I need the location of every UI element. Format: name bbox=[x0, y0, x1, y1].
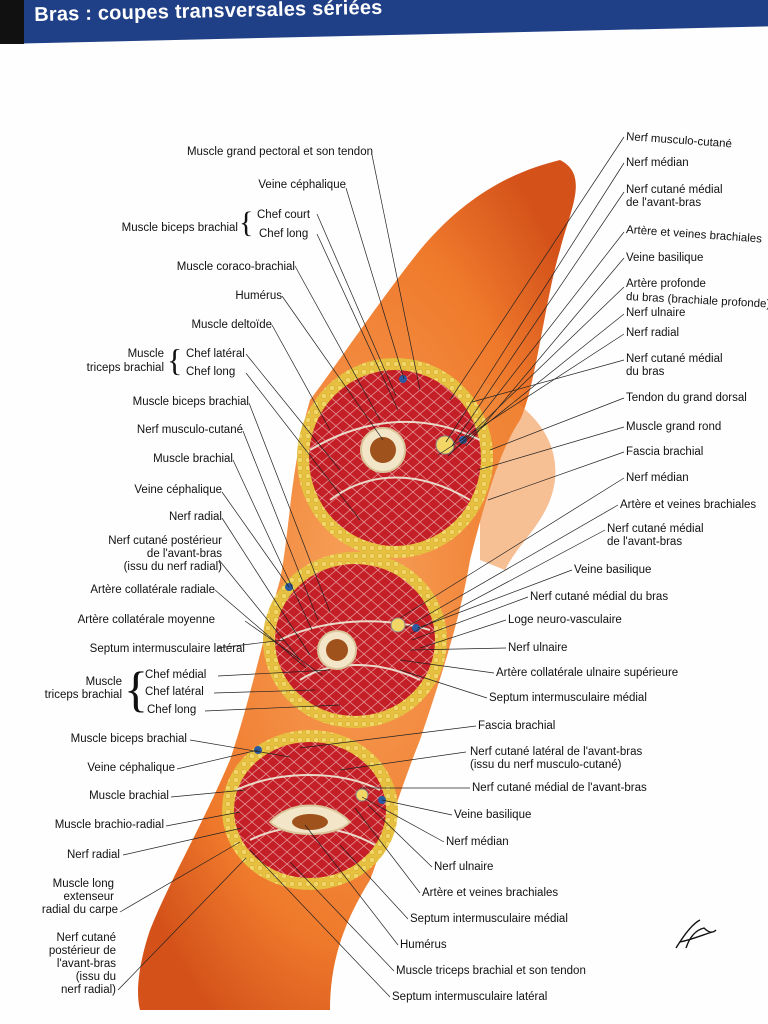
label-cutane-post-2a: Nerf cutané postérieur bbox=[108, 535, 222, 547]
label-cut-post-3b: postérieur de bbox=[48, 945, 116, 957]
label-radial-2: Nerf radial bbox=[168, 511, 222, 523]
label-chef-long-1: Chef long bbox=[186, 366, 236, 378]
label-r-cut-med-3: Nerf cutané médial de l'avant-bras bbox=[472, 782, 647, 794]
label-r-median-1: Nerf médian bbox=[626, 157, 689, 169]
label-r-septum-med-2: Septum intermusculaire médial bbox=[489, 692, 647, 704]
brace-triceps-2: { bbox=[124, 661, 148, 717]
label-chef-medial: Chef médial bbox=[145, 669, 207, 681]
label-cutane-post-2b: de l'avant-bras bbox=[146, 548, 222, 560]
label-r-cut-lat-b: (issu du nerf musculo-cutané) bbox=[470, 759, 622, 771]
label-r-median-3: Nerf médian bbox=[446, 836, 509, 848]
label-coll-radiale: Artère collatérale radiale bbox=[90, 584, 215, 596]
label-r-ulnaire-2: Nerf ulnaire bbox=[508, 642, 568, 654]
label-long-ext-a: Muscle long bbox=[52, 878, 114, 890]
label-biceps-2: Muscle biceps brachial bbox=[132, 396, 249, 408]
label-r-artere-veines-2: Artère et veines brachiales bbox=[620, 499, 757, 511]
label-septum-lat-2: Septum intermusculaire latéral bbox=[89, 643, 245, 655]
label-r-profonde-a: Artère profonde bbox=[626, 278, 706, 290]
label-chef-long-biceps: Chef long bbox=[259, 228, 309, 240]
middle-section bbox=[263, 552, 447, 728]
label-brachial-2: Muscle brachial bbox=[153, 453, 233, 465]
label-cephalique-3: Veine céphalique bbox=[87, 762, 175, 774]
label-r-coll-ulnaire: Artère collatérale ulnaire supérieure bbox=[496, 667, 679, 679]
label-r-triceps-3: Muscle triceps brachial et son tendon bbox=[396, 965, 586, 977]
label-r-grand-dorsal: Tendon du grand dorsal bbox=[626, 392, 747, 404]
label-chef-long-2: Chef long bbox=[147, 704, 197, 716]
label-veine-cephalique-1: Veine céphalique bbox=[258, 179, 346, 191]
label-r-radial-1: Nerf radial bbox=[626, 327, 680, 339]
label-humerus-1: Humérus bbox=[235, 290, 282, 302]
label-radial-3: Nerf radial bbox=[66, 849, 120, 861]
label-r-median-2: Nerf médian bbox=[626, 472, 689, 484]
label-r-cut-medial-2b: de l'avant-bras bbox=[607, 536, 683, 548]
label-r-cut-medial-1a: Nerf cutané médial bbox=[626, 184, 723, 196]
label-coraco-brachial: Muscle coraco-brachial bbox=[176, 261, 295, 273]
label-cutane-post-2c: (issu du nerf radial) bbox=[123, 561, 222, 573]
lower-section bbox=[222, 730, 398, 890]
brace-triceps-1: { bbox=[167, 342, 183, 378]
label-r-ulnaire-1: Nerf ulnaire bbox=[626, 307, 686, 319]
label-deltoide: Muscle deltoïde bbox=[191, 319, 272, 331]
artist-signature bbox=[675, 919, 717, 949]
leader-lines bbox=[117, 136, 625, 998]
brace-biceps: { bbox=[239, 206, 254, 239]
label-r-cut-medial-bras-a: Nerf cutané médial bbox=[626, 353, 723, 365]
label-r-cut-medial-1b: de l'avant-bras bbox=[626, 197, 702, 209]
label-r-cut-medial-bras-b: du bras bbox=[626, 366, 665, 378]
label-cut-post-3c: l'avant-bras bbox=[56, 958, 116, 970]
label-r-cut-medial-bras: Nerf cutané médial du bras bbox=[530, 591, 669, 603]
upper-section bbox=[297, 358, 493, 558]
label-biceps-3: Muscle biceps brachial bbox=[70, 733, 187, 745]
label-r-humerus-3: Humérus bbox=[400, 939, 447, 951]
label-cut-post-3a: Nerf cutané bbox=[56, 932, 116, 944]
label-r-ulnaire-3: Nerf ulnaire bbox=[434, 861, 494, 873]
label-r-grand-rond: Muscle grand rond bbox=[626, 421, 722, 433]
label-r-loge: Loge neuro-vasculaire bbox=[508, 614, 622, 626]
label-triceps-group-1a: Muscle bbox=[127, 348, 164, 360]
label-r-basilique-1: Veine basilique bbox=[626, 252, 704, 264]
label-r-basilique-2: Veine basilique bbox=[574, 564, 652, 576]
label-cephalique-2: Veine céphalique bbox=[134, 484, 222, 496]
label-r-fascia-3: Fascia brachial bbox=[478, 720, 556, 732]
label-r-basilique-3: Veine basilique bbox=[454, 809, 532, 821]
label-triceps-group-2b: triceps brachial bbox=[44, 689, 122, 701]
label-grand-pectoral: Muscle grand pectoral et son tendon bbox=[186, 146, 373, 158]
label-chef-lateral-1: Chef latéral bbox=[186, 348, 245, 360]
label-long-ext-b: extenseur bbox=[63, 891, 114, 903]
label-triceps-group-2a: Muscle bbox=[85, 676, 122, 688]
label-r-fascia-1: Fascia brachial bbox=[626, 446, 704, 458]
label-musculo-cutane-2: Nerf musculo-cutané bbox=[136, 424, 243, 436]
label-cut-post-3e: nerf radial) bbox=[61, 984, 116, 996]
label-chef-lateral-2: Chef latéral bbox=[145, 686, 204, 698]
label-triceps-group-1b: triceps brachial bbox=[86, 362, 164, 374]
label-r-septum-lat-3: Septum intermusculaire latéral bbox=[392, 991, 548, 1003]
label-r-cut-medial-2a: Nerf cutané médial bbox=[607, 523, 704, 535]
label-r-cut-lat-a: Nerf cutané latéral de l'avant-bras bbox=[470, 746, 643, 758]
label-biceps-group: Muscle biceps brachial bbox=[121, 222, 238, 234]
label-r-septum-med-3: Septum intermusculaire médial bbox=[410, 913, 568, 925]
label-brachial-3: Muscle brachial bbox=[89, 790, 169, 802]
label-coll-moyenne: Artère collatérale moyenne bbox=[77, 614, 215, 626]
label-brachio-radial: Muscle brachio-radial bbox=[54, 819, 164, 831]
label-chef-court: Chef court bbox=[257, 209, 311, 221]
label-cut-post-3d: (issu du bbox=[75, 971, 116, 983]
label-long-ext-c: radial du carpe bbox=[41, 904, 118, 916]
header-band bbox=[0, 0, 24, 44]
label-r-artere-veines-3: Artère et veines brachiales bbox=[422, 887, 559, 899]
